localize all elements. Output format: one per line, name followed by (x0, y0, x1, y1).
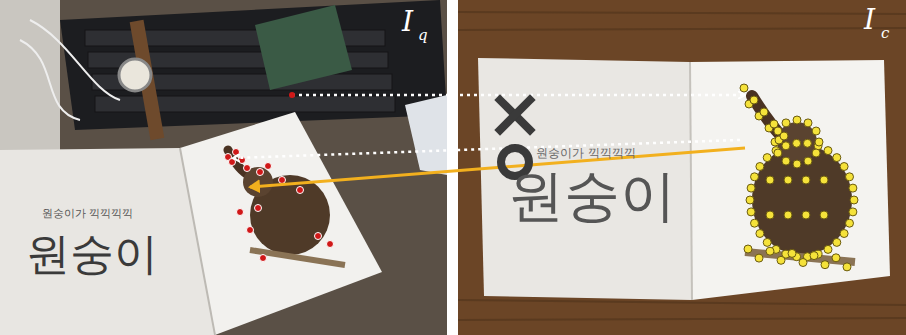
feature-point (804, 119, 812, 127)
feature-point (751, 173, 759, 181)
feature-point (788, 249, 796, 257)
feature-point (804, 157, 812, 165)
feature-point (793, 116, 801, 124)
feature-point (756, 230, 764, 238)
feature-point (846, 173, 854, 181)
book-caption: 원숭이가 끽끽끽끽 (42, 208, 134, 219)
feature-point (812, 127, 820, 135)
feature-point (766, 176, 774, 184)
feature-point (849, 208, 857, 216)
image-symbol: I (402, 8, 413, 36)
feature-point (774, 149, 782, 157)
feature-point (784, 176, 792, 184)
feature-point (777, 256, 785, 264)
feature-point (247, 227, 254, 234)
feature-point (746, 196, 754, 204)
feature-point (297, 187, 304, 194)
feature-point (747, 184, 755, 192)
feature-point (315, 233, 322, 240)
feature-point (740, 84, 748, 92)
feature-point (833, 238, 841, 246)
feature-point (782, 119, 790, 127)
feature-point (824, 245, 832, 253)
image-subscript: q (418, 28, 428, 43)
feature-point (824, 147, 832, 155)
monkey (745, 96, 855, 262)
feature-point (766, 247, 774, 255)
feature-point (810, 252, 818, 260)
book-caption: 원숭이가 끽끽끽끽 (536, 147, 636, 159)
feature-point (782, 142, 790, 150)
feature-point (843, 263, 851, 271)
feature-point (265, 163, 272, 170)
feature-point (229, 159, 236, 166)
feature-point (244, 165, 251, 172)
feature-point (793, 139, 801, 147)
feature-point (766, 211, 774, 219)
feature-point (784, 211, 792, 219)
query-photo (0, 0, 447, 335)
feature-point (747, 208, 755, 216)
feature-point (820, 211, 828, 219)
feature-point (849, 184, 857, 192)
feature-point (799, 259, 807, 267)
wrong-match-line (292, 94, 744, 97)
feature-point (289, 92, 295, 98)
feature-point (833, 154, 841, 162)
feature-point (840, 230, 848, 238)
feature-point (840, 163, 848, 171)
feature-point (760, 108, 768, 116)
feature-point (755, 254, 763, 262)
feature-point (846, 219, 854, 227)
cross-mark (500, 100, 530, 130)
feature-point (821, 261, 829, 269)
image-symbol: I (864, 6, 875, 34)
feature-point (815, 138, 823, 146)
monkey (228, 150, 345, 265)
feature-point (756, 163, 764, 171)
feature-point (257, 169, 264, 176)
feature-points (225, 84, 859, 271)
feature-point (744, 245, 752, 253)
feature-point (782, 157, 790, 165)
feature-point (802, 211, 810, 219)
feature-point (750, 96, 758, 104)
feature-point (820, 176, 828, 184)
feature-point (832, 254, 840, 262)
feature-point (260, 255, 267, 262)
feature-point (751, 219, 759, 227)
feature-point (850, 196, 858, 204)
feature-point (237, 209, 244, 216)
feature-point (770, 120, 778, 128)
feature-point (279, 177, 286, 184)
feature-point (763, 238, 771, 246)
book-title: 원숭이 (508, 168, 676, 224)
feature-point (802, 176, 810, 184)
feature-point (327, 241, 334, 248)
feature-point (763, 154, 771, 162)
image-subscript: c (881, 26, 889, 41)
feature-point (793, 160, 801, 168)
feature-point (812, 149, 820, 157)
feature-point (233, 149, 240, 156)
book-title: 원숭이 (26, 232, 158, 276)
candidate-photo (458, 0, 906, 335)
feature-point (780, 132, 788, 140)
feature-point (803, 139, 811, 147)
feature-point (255, 205, 262, 212)
